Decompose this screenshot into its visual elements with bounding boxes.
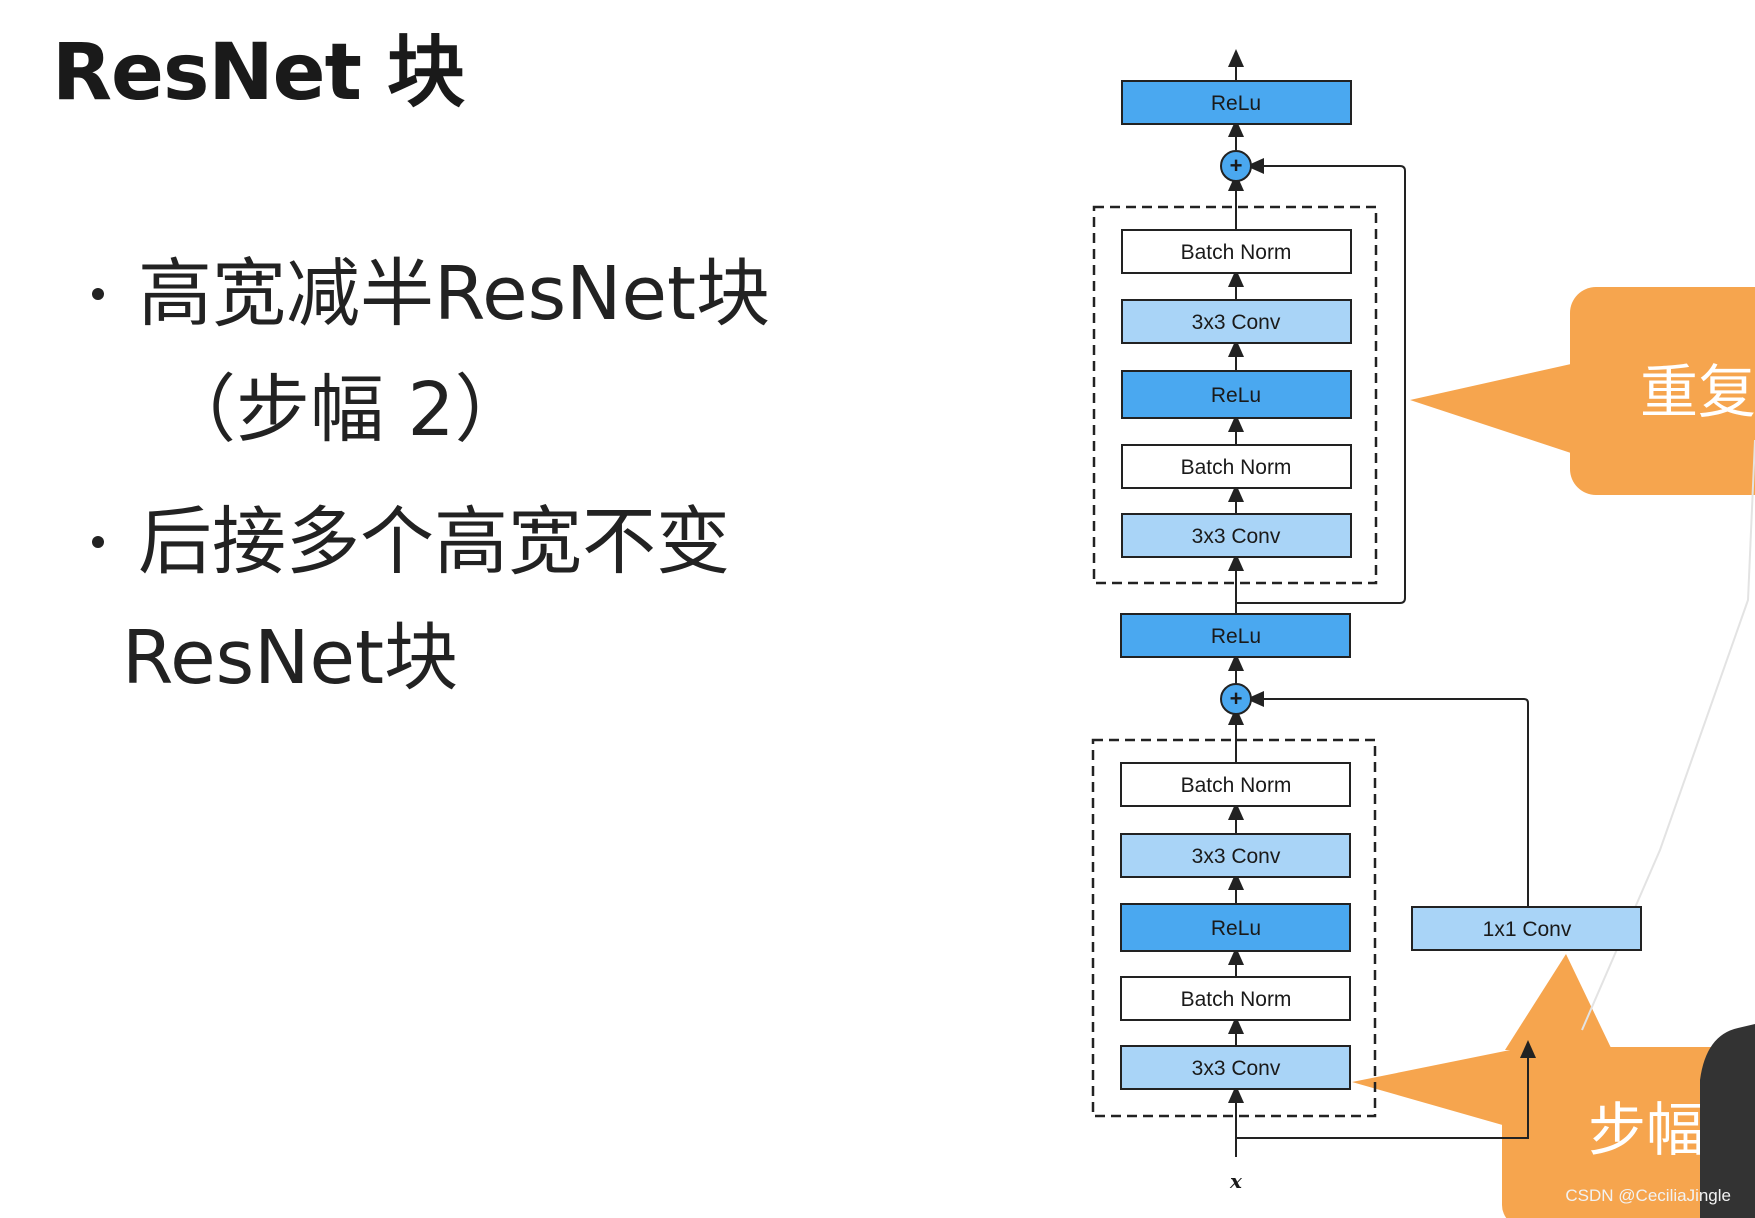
bullet-text-line: 高宽减半ResNet块 <box>138 251 771 337</box>
connectors <box>1228 49 1536 1157</box>
upper-block-border <box>1092 205 1378 585</box>
presenter-image <box>1700 1024 1755 1218</box>
upper-batch-norm-1: Batch Norm <box>1121 229 1352 274</box>
relu-middle-label: ReLu <box>1211 625 1261 648</box>
bullet-list: 高宽减半ResNet块 （步幅 2） 后接多个高宽不变 ResNet块 <box>80 236 840 716</box>
lower-batch-norm-2: Batch Norm <box>1120 976 1351 1021</box>
bullet-dot-icon <box>92 536 104 548</box>
relu-middle-box: ReLu <box>1120 613 1351 658</box>
plus-icon: + <box>1230 153 1243 178</box>
lower-batch-norm-1: Batch Norm <box>1120 762 1351 807</box>
shortcut-conv-box: 1x1 Conv <box>1411 906 1642 951</box>
layer-label: Batch Norm <box>1181 988 1292 1011</box>
layer-label: 3x3 Conv <box>1192 311 1281 334</box>
layer-label: ReLu <box>1211 384 1261 407</box>
lower-block-border <box>1091 738 1377 1118</box>
upper-relu: ReLu <box>1121 370 1352 419</box>
callout-upper: 重复 <box>1410 287 1755 495</box>
relu-output-label: ReLu <box>1211 92 1261 115</box>
bullet-item: 后接多个高宽不变 ResNet块 <box>80 484 840 716</box>
layer-label: Batch Norm <box>1181 456 1292 479</box>
callout-lower: 步幅 <box>1352 954 1755 1218</box>
lower-conv-2: 3x3 Conv <box>1120 1045 1351 1090</box>
add-node-upper: + <box>1220 150 1252 182</box>
add-node-lower: + <box>1220 683 1252 715</box>
bullet-text-line: ResNet块 <box>122 615 459 701</box>
slide-title: ResNet 块 <box>52 28 465 118</box>
bullet-text-line: 后接多个高宽不变 <box>138 499 730 585</box>
bullet-item: 高宽减半ResNet块 （步幅 2） <box>80 236 840 468</box>
callout-upper-text: 重复 <box>1640 358 1755 426</box>
relu-output-box: ReLu <box>1121 80 1352 125</box>
lower-relu: ReLu <box>1120 903 1351 952</box>
layer-label: Batch Norm <box>1181 774 1292 797</box>
plus-icon: + <box>1230 686 1243 711</box>
layer-label: ReLu <box>1211 917 1261 940</box>
upper-conv-1: 3x3 Conv <box>1121 299 1352 344</box>
callout-lower-text: 步幅 <box>1588 1096 1704 1164</box>
bullet-text-line: （步幅 2） <box>162 367 529 453</box>
watermark: CSDN @CeciliaJingle <box>1565 1186 1731 1205</box>
layer-label: 3x3 Conv <box>1192 845 1281 868</box>
shortcut-conv-label: 1x1 Conv <box>1483 918 1572 941</box>
bullet-dot-icon <box>92 288 104 300</box>
layer-label: 3x3 Conv <box>1192 1057 1281 1080</box>
layer-label: Batch Norm <box>1181 241 1292 264</box>
upper-batch-norm-2: Batch Norm <box>1121 444 1352 489</box>
layer-label: 3x3 Conv <box>1192 525 1281 548</box>
lower-conv-1: 3x3 Conv <box>1120 833 1351 878</box>
upper-conv-2: 3x3 Conv <box>1121 513 1352 558</box>
input-x-label: x <box>1229 1169 1243 1193</box>
